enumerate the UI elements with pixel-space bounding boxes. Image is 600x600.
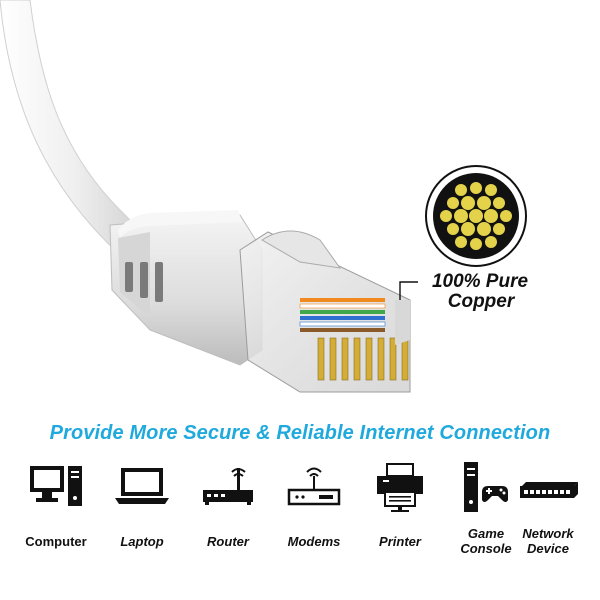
printer-icon <box>377 463 423 512</box>
twisted-pair-wires <box>299 298 386 332</box>
device-label-line1: Network <box>522 526 574 541</box>
device-compatibility-row: Computer Laptop Router <box>10 458 590 588</box>
copper-cross-section-icon <box>425 165 527 267</box>
laptop-icon <box>115 468 169 504</box>
device-router: Router <box>186 458 270 588</box>
computer-icon <box>30 466 82 506</box>
callout-line <box>399 281 418 300</box>
device-laptop: Laptop <box>100 458 184 588</box>
network-device-icon <box>520 482 578 498</box>
device-label-line1: Game <box>467 526 505 541</box>
device-label-line2: Device <box>527 541 569 556</box>
router-icon <box>203 468 253 505</box>
device-label: Router <box>207 534 249 549</box>
device-network-device: Network Device <box>506 458 590 588</box>
device-modems: Modems <box>272 458 356 588</box>
device-computer: Computer <box>14 458 98 588</box>
tagline: Provide More Secure & Reliable Internet … <box>49 422 551 444</box>
copper-callout-line1: 100% Pure <box>431 271 529 292</box>
rj45-plug <box>239 230 411 393</box>
modem-icon <box>287 467 341 506</box>
device-label: Computer <box>25 534 87 549</box>
game-console-icon <box>464 462 508 512</box>
cable <box>0 0 151 256</box>
copper-callout-line2: Copper <box>447 291 515 312</box>
device-label: Modems <box>287 534 341 549</box>
copper-callout-text: 100% Pure Copper <box>420 272 540 312</box>
device-label: Laptop <box>120 534 164 549</box>
device-game-console: Game Console <box>444 458 528 588</box>
device-label-line2: Console <box>460 541 512 556</box>
connector-boot <box>109 210 263 366</box>
ethernet-cable-illustration <box>0 0 527 393</box>
device-printer: Printer <box>358 458 442 588</box>
gold-contacts <box>317 337 409 381</box>
device-label: Printer <box>379 534 421 549</box>
